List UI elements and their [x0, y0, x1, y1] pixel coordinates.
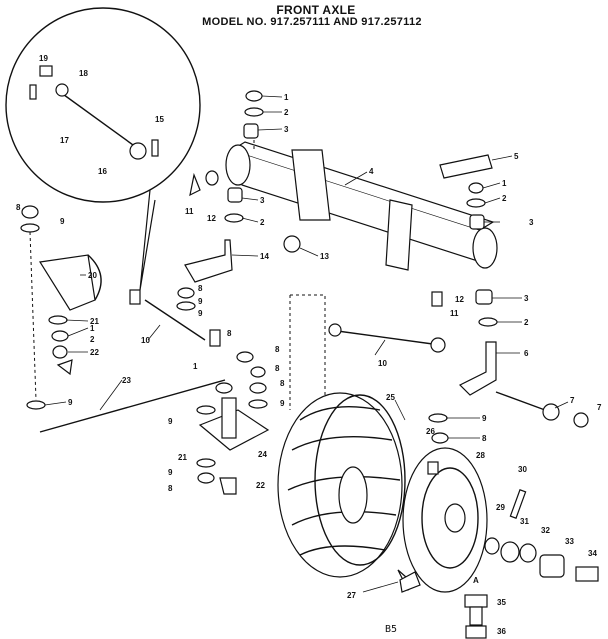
- callout-22: 22: [256, 481, 265, 490]
- callout-2: 2: [524, 318, 529, 327]
- callout-10: 10: [378, 359, 387, 368]
- callout-13: 13: [320, 252, 329, 261]
- callout-14: 14: [260, 252, 269, 261]
- inset-callout-15: 15: [155, 115, 164, 124]
- inset-callout-17: 17: [60, 136, 69, 145]
- callout-9: 9: [60, 217, 65, 226]
- tie-rods: [39, 299, 446, 433]
- callout-8: 8: [16, 203, 21, 212]
- steering-sector: [39, 254, 102, 311]
- callout-2: 2: [502, 194, 507, 203]
- diagram-title: FRONT AXLE: [276, 3, 356, 17]
- callout-9: 9: [168, 468, 173, 477]
- callout-23: 23: [122, 376, 131, 385]
- callout-4: 4: [369, 167, 374, 176]
- left-stack-hardware: [20, 205, 69, 410]
- callout-7: 7: [570, 396, 575, 405]
- callout-8: 8: [482, 434, 487, 443]
- callout-12: 12: [207, 214, 216, 223]
- callout-labels: 1 2 3 4 5 1 2 3 3 2 11 12 14 13 8 9 20 2…: [16, 54, 602, 636]
- callout-9: 9: [168, 417, 173, 426]
- callout-1: 1: [284, 93, 289, 102]
- alt-label-a: A: [473, 576, 479, 585]
- callout-24: 24: [258, 450, 267, 459]
- callout-26: 26: [426, 427, 435, 436]
- callout-1: 1: [90, 324, 95, 333]
- callout-21: 21: [90, 317, 99, 326]
- wheel-assembly: [277, 392, 488, 593]
- callout-3: 3: [260, 196, 265, 205]
- diagram-subtitle: MODEL NO. 917.257111 AND 917.257112: [202, 16, 422, 28]
- callout-34: 34: [588, 549, 597, 558]
- callout-25: 25: [386, 393, 395, 402]
- callout-5: 5: [514, 152, 519, 161]
- callout-32: 32: [541, 526, 550, 535]
- callout-9: 9: [198, 297, 203, 306]
- callout-28: 28: [476, 451, 485, 460]
- callout-2: 2: [90, 335, 95, 344]
- inset-detail: [5, 7, 201, 291]
- callout-21: 21: [178, 453, 187, 462]
- callout-8: 8: [275, 364, 280, 373]
- callout-3: 3: [284, 125, 289, 134]
- callout-1: 1: [193, 362, 198, 371]
- callout-2: 2: [260, 218, 265, 227]
- callout-8: 8: [168, 484, 173, 493]
- callout-10: 10: [141, 336, 150, 345]
- inset-callout-19: 19: [39, 54, 48, 63]
- callout-27: 27: [347, 591, 356, 600]
- callout-31: 31: [520, 517, 529, 526]
- callout-29: 29: [496, 503, 505, 512]
- callout-9: 9: [482, 414, 487, 423]
- callout-8: 8: [280, 379, 285, 388]
- callout-9: 9: [280, 399, 285, 408]
- callout-8: 8: [275, 345, 280, 354]
- spindle-parts-right: [439, 154, 589, 428]
- callout-7: 7: [597, 403, 602, 412]
- callout-6: 6: [524, 349, 529, 358]
- leader-lines: [44, 95, 569, 593]
- callout-8: 8: [227, 329, 232, 338]
- center-bracket: [176, 287, 326, 495]
- callout-12: 12: [455, 295, 464, 304]
- callout-35: 35: [497, 598, 506, 607]
- callout-30: 30: [518, 465, 527, 474]
- callout-22: 22: [90, 348, 99, 357]
- callout-33: 33: [565, 537, 574, 546]
- footer-code: B5: [385, 624, 398, 635]
- callout-11: 11: [450, 309, 459, 318]
- axle-beam: [225, 141, 498, 271]
- hub-hardware: [399, 489, 599, 639]
- callout-11: 11: [185, 207, 194, 216]
- inset-callout-18: 18: [79, 69, 88, 78]
- callout-2: 2: [284, 108, 289, 117]
- callout-9: 9: [68, 398, 73, 407]
- callout-1: 1: [502, 179, 507, 188]
- callout-3: 3: [524, 294, 529, 303]
- steering-arm-hardware: [56, 172, 449, 475]
- callout-3: 3: [529, 218, 534, 227]
- callout-20: 20: [88, 271, 97, 280]
- callout-8: 8: [198, 284, 203, 293]
- callout-9: 9: [198, 309, 203, 318]
- callout-36: 36: [497, 627, 506, 636]
- inset-callout-16: 16: [98, 167, 107, 176]
